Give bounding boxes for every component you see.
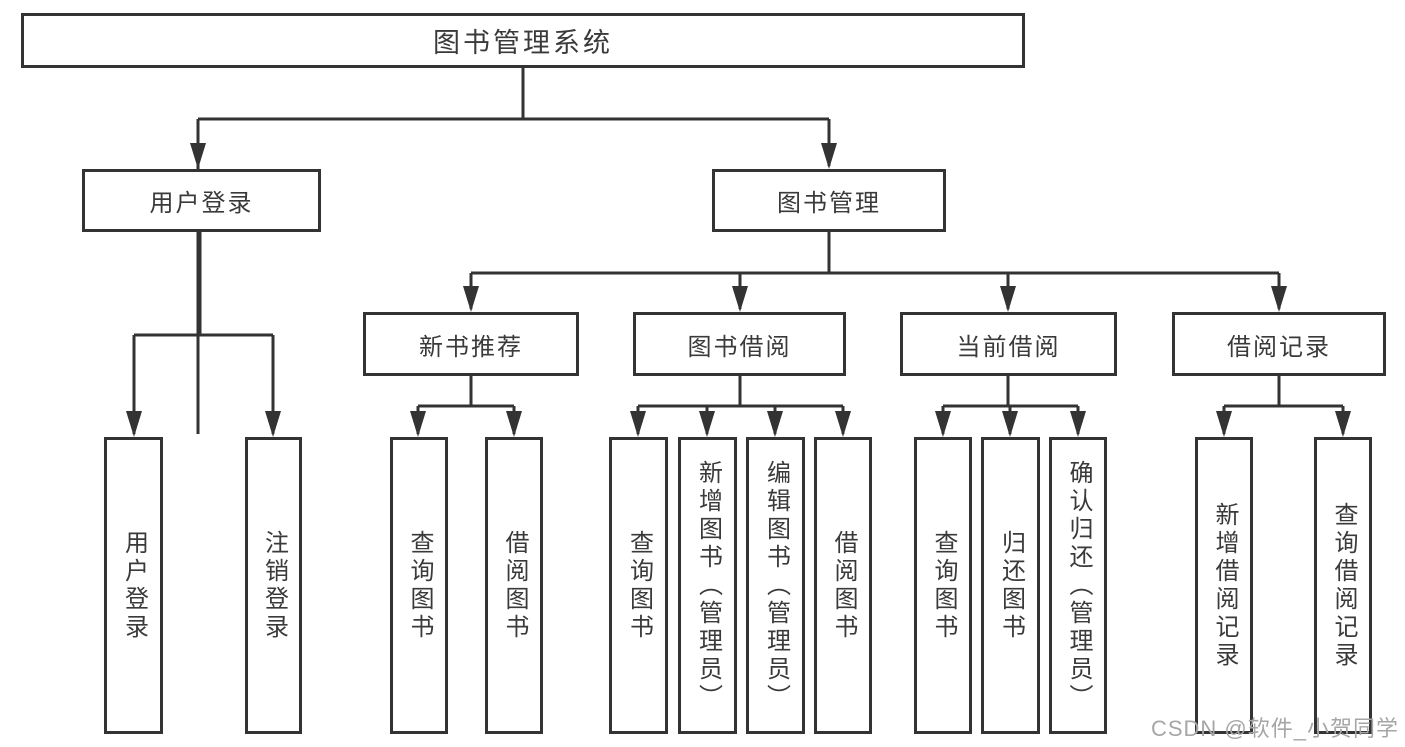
arrow-icon <box>1271 286 1287 312</box>
node-current-borrowing: 当前借阅 <box>900 312 1117 376</box>
arrow-icon <box>699 411 715 437</box>
leaf-borrow-borrow-books: 借阅图书 <box>814 437 872 734</box>
node-new-book-recommendation: 新书推荐 <box>363 312 579 376</box>
leaf-records-query-borrow-record: 查询借阅记录 <box>1314 437 1372 734</box>
arrow-icon <box>410 411 426 437</box>
arrow-icon <box>1000 286 1016 312</box>
arrow-icon <box>265 411 281 437</box>
arrow-icon <box>935 411 951 437</box>
leaf-borrow-edit-books-admin: 编辑图书（管理员） <box>746 437 805 734</box>
book-borrowing-connector <box>636 376 845 434</box>
user-login-connector <box>132 232 275 434</box>
new-book-recommendation-connector <box>416 376 516 434</box>
leaf-recommend-borrow-books: 借阅图书 <box>485 437 543 734</box>
arrow-icon <box>1070 411 1086 437</box>
leaf-user-login: 用户登录 <box>104 437 163 734</box>
leaf-borrow-query-books: 查询图书 <box>609 437 668 734</box>
arrow-icon <box>821 143 837 169</box>
watermark-text: CSDN @软件_小贺同学 <box>1150 716 1399 741</box>
leaf-current-confirm-return-admin: 确认归还（管理员） <box>1049 437 1107 734</box>
arrow-icon <box>126 411 142 437</box>
leaf-borrow-add-books-admin: 新增图书（管理员） <box>678 437 737 734</box>
arrow-icon <box>463 286 479 312</box>
leaf-current-return-books: 归还图书 <box>981 437 1040 734</box>
node-book-borrowing: 图书借阅 <box>633 312 846 376</box>
node-user-login: 用户登录 <box>82 169 321 232</box>
arrow-icon <box>1002 411 1018 437</box>
arrow-icon <box>630 411 646 437</box>
book-management-connector <box>469 232 1281 309</box>
node-book-management: 图书管理 <box>712 169 946 232</box>
leaf-recommend-query-books: 查询图书 <box>390 437 448 734</box>
arrowheads <box>126 143 1351 437</box>
arrow-icon <box>190 143 206 169</box>
borrowing-records-connector <box>1222 376 1345 434</box>
arrow-icon <box>506 411 522 437</box>
leaf-current-query-books: 查询图书 <box>914 437 972 734</box>
arrow-icon <box>1216 411 1232 437</box>
arrow-icon <box>1335 411 1351 437</box>
arrow-icon <box>767 411 783 437</box>
arrow-icon <box>835 411 851 437</box>
leaf-records-add-borrow-record: 新增借阅记录 <box>1195 437 1253 734</box>
arrow-icon <box>732 286 748 312</box>
root-connector <box>196 68 831 434</box>
node-root: 图书管理系统 <box>21 13 1025 68</box>
node-borrowing-records: 借阅记录 <box>1172 312 1386 376</box>
leaf-logout: 注销登录 <box>245 437 302 734</box>
